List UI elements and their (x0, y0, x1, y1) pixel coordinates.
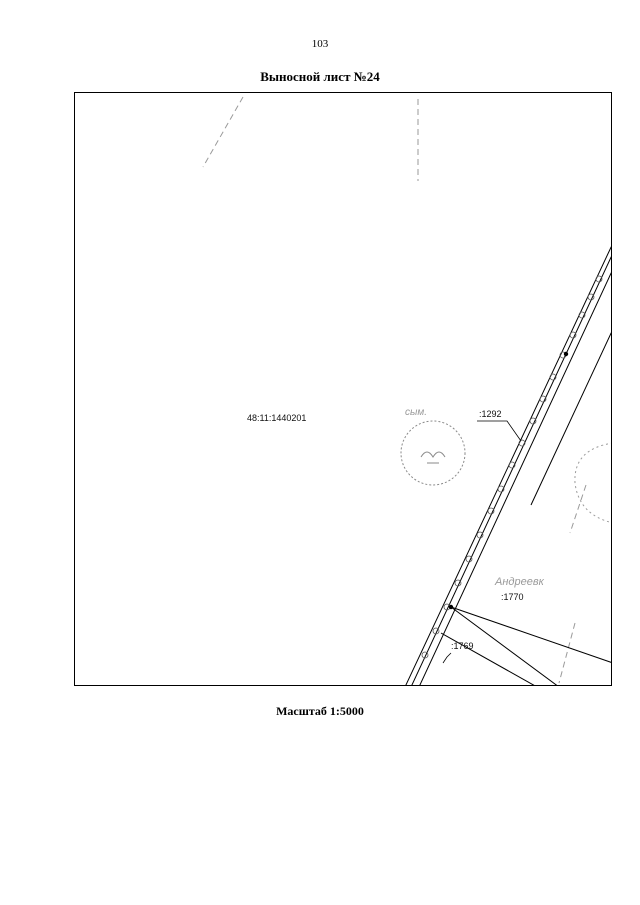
road-band (405, 246, 611, 685)
leader-lines (442, 420, 522, 664)
scale-caption: Масштаб 1:5000 (276, 704, 364, 718)
sheet-title: Выносной лист №24 (260, 69, 380, 84)
map-frame: 48:11:1440201 :1292 :1770 :1769 сым. Анд… (74, 92, 612, 686)
faint-dashed-lines (202, 96, 587, 684)
parcel-label-1769: :1769 (451, 641, 474, 651)
faint-label-village: Андреевк (494, 576, 545, 588)
parcel-label-1292: :1292 (479, 409, 502, 419)
survey-points (448, 351, 569, 610)
faint-label-1: сым. (405, 407, 427, 418)
parcel-label-1770: :1770 (501, 592, 524, 602)
faint-circle-symbol (400, 420, 466, 486)
block-cadastral-number: 48:11:1440201 (247, 413, 306, 423)
parcel-boundaries (440, 606, 611, 685)
faint-right-symbol (574, 442, 611, 523)
road-tree-marks (421, 275, 603, 659)
cadastral-map: 48:11:1440201 :1292 :1770 :1769 сым. Анд… (202, 96, 611, 685)
page-number: 103 (311, 38, 329, 50)
